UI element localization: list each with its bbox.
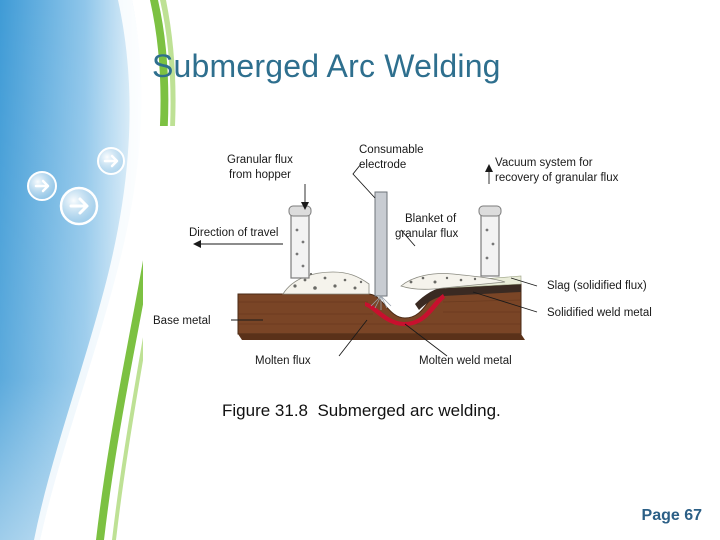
label-solidified-weld-metal: Solidified weld metal <box>547 307 652 319</box>
label-vacuum-line2: recovery of granular flux <box>495 172 619 184</box>
arrow-right-circle-icon <box>97 147 125 175</box>
label-granular-flux-line1: Granular flux <box>227 154 293 166</box>
label-granular-flux-line2: from hopper <box>229 169 291 181</box>
label-molten-weld-metal: Molten weld metal <box>419 355 512 367</box>
flux-granules <box>293 272 477 290</box>
label-molten-flux: Molten flux <box>255 355 311 367</box>
flux-hopper-tube <box>290 211 310 279</box>
vacuum-recovery-tube <box>480 211 500 277</box>
arrow-right-circle-icon <box>27 171 57 201</box>
label-direction-of-travel: Direction of travel <box>189 227 278 239</box>
green-swoosh-stripe <box>96 0 169 540</box>
page-number: Page 67 <box>641 507 702 524</box>
welding-diagram: Granular flux from hopper Consumable ele… <box>143 126 678 382</box>
consumable-electrode <box>374 191 388 297</box>
label-base-metal: Base metal <box>153 315 211 327</box>
label-blanket-line2: granular flux <box>395 228 459 240</box>
label-electrode-line2: electrode <box>359 159 406 171</box>
slide-title: Submerged Arc Welding <box>152 48 501 84</box>
label-slag: Slag (solidified flux) <box>547 280 647 292</box>
label-electrode-line1: Consumable <box>359 144 424 156</box>
left-decoration <box>0 0 176 540</box>
label-vacuum-line1: Vacuum system for <box>495 157 593 169</box>
solidified-weld-metal <box>415 282 521 310</box>
label-blanket-line1: Blanket of <box>405 213 457 225</box>
base-metal-bottom-edge <box>238 334 525 340</box>
molten-weld-pool <box>365 294 445 326</box>
figure-caption: Figure 31.8 Submerged arc welding. <box>222 401 501 420</box>
arrow-right-circle-icon <box>59 186 99 226</box>
granular-flux-blanket <box>282 271 506 295</box>
arc-sparks <box>370 295 392 310</box>
white-swoosh-stripe <box>34 0 143 540</box>
